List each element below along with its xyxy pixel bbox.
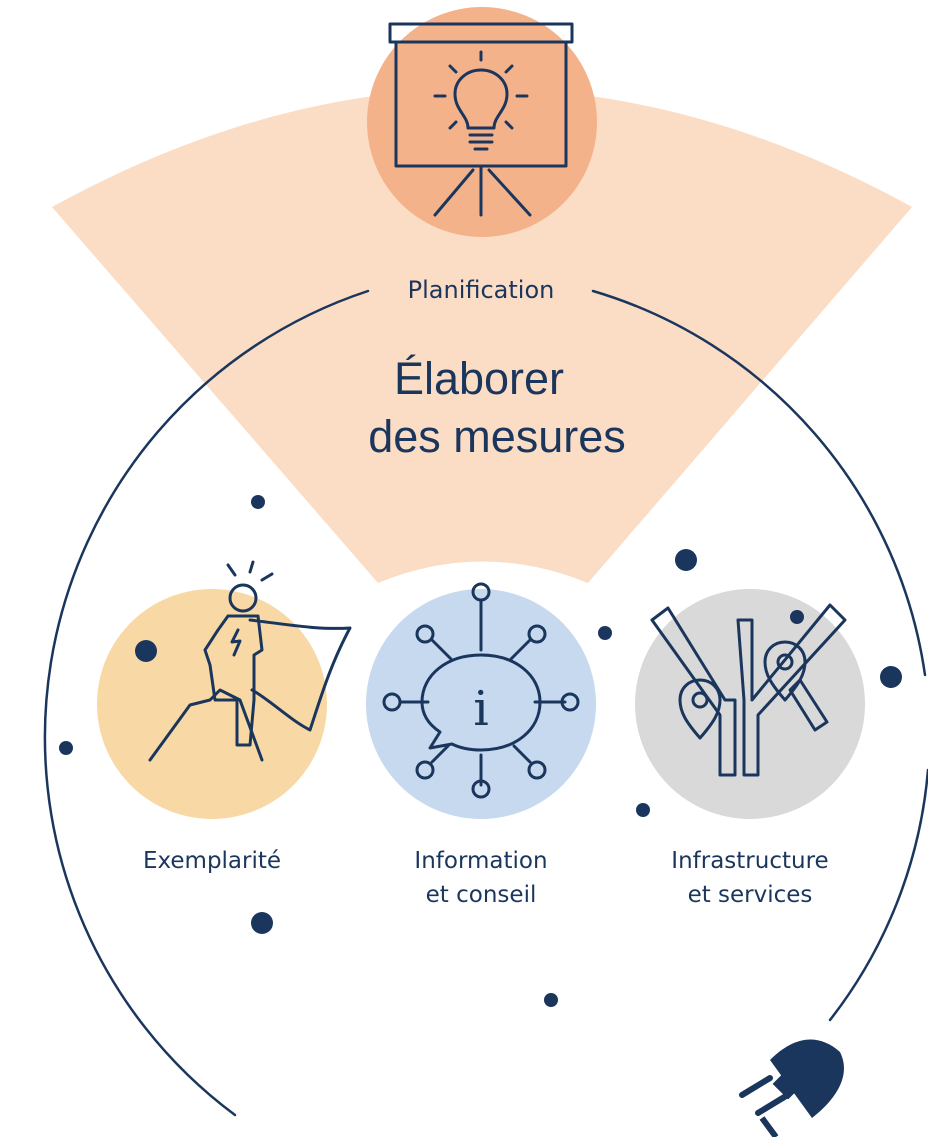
infrastructure-circle [635,589,865,819]
info-bubble-icon: i [382,582,580,799]
dot [251,912,273,934]
dot [251,495,265,509]
map-roads-icon [650,603,847,777]
dot [790,610,804,624]
category-label-information-2: et conseil [426,882,537,908]
planning-wedge [52,88,912,583]
decorative-dots [59,495,902,1007]
orbit-circle [43,289,370,1117]
presentation-screen-icon [388,22,574,217]
dot [135,640,157,662]
plug-icon [739,1039,844,1137]
title-line-1: Élaborer [394,353,564,404]
orbit-circle-lower-right [828,768,928,1022]
dot [636,803,650,817]
presentation-circle [367,7,597,237]
title-line-2: des mesures [368,411,626,462]
hero-icon [148,560,352,762]
dot [675,549,697,571]
dot [880,666,902,688]
category-label-infrastructure-2: et services [688,882,813,908]
phase-label: Planification [408,276,555,304]
dot [59,741,73,755]
svg-text:i: i [473,681,488,737]
category-label-infrastructure-1: Infrastructure [671,848,828,874]
dot [544,993,558,1007]
category-label-information-1: Information [414,848,547,874]
dot [598,626,612,640]
category-label-exemplarity: Exemplarité [143,848,281,874]
exemplarity-circle [97,589,327,819]
orbit-circle-right [591,289,927,677]
